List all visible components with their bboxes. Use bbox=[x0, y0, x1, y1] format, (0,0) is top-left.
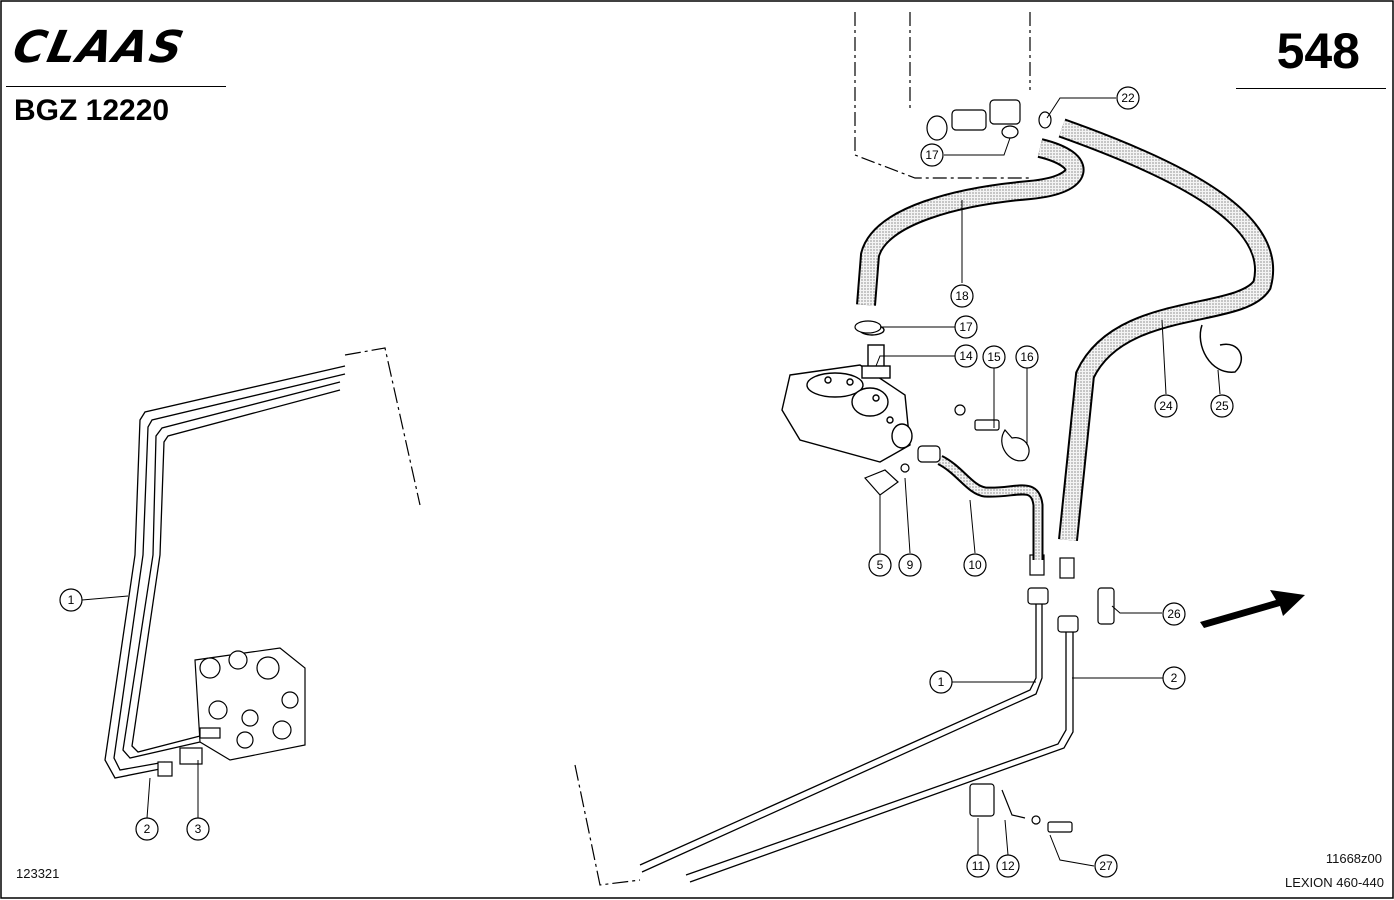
pump-fittings bbox=[863, 404, 1115, 833]
callout-27: 27 bbox=[1099, 859, 1113, 873]
callout-25: 25 bbox=[1215, 399, 1229, 413]
callout-26: 26 bbox=[1167, 607, 1181, 621]
hose-18 bbox=[856, 138, 1085, 306]
drawing-ref-left: 123321 bbox=[16, 866, 60, 881]
drawing-ref-right: 11668z00 bbox=[1325, 851, 1382, 866]
left-dashed-boundary bbox=[344, 347, 641, 886]
callout-2-left: 2 bbox=[144, 822, 151, 836]
callout-16: 16 bbox=[1020, 350, 1034, 364]
callout-5: 5 bbox=[877, 558, 884, 572]
callout-12: 12 bbox=[1001, 859, 1015, 873]
callout-24: 24 bbox=[1159, 399, 1173, 413]
callout-3: 3 bbox=[195, 822, 202, 836]
hose-10 bbox=[937, 455, 1044, 560]
central-pipe-pair bbox=[639, 602, 1074, 883]
header-rule-left bbox=[6, 86, 226, 87]
callout-17-upper: 17 bbox=[925, 148, 939, 162]
machine-model: LEXION 460-440 bbox=[1284, 875, 1384, 890]
leader-lines bbox=[81, 97, 1221, 867]
callout-15: 15 bbox=[987, 350, 1001, 364]
control-valve-block bbox=[157, 647, 306, 777]
callout-14: 14 bbox=[959, 349, 973, 363]
tank-outline-dashed bbox=[854, 12, 1031, 179]
callout-1-left: 1 bbox=[68, 593, 75, 607]
hose-clamp-25 bbox=[1199, 324, 1242, 373]
top-fittings bbox=[854, 99, 1052, 334]
callout-1-right: 1 bbox=[938, 675, 945, 689]
callout-10: 10 bbox=[968, 558, 982, 572]
hose-24 bbox=[1058, 118, 1274, 542]
direction-arrow bbox=[1200, 590, 1305, 628]
callout-11: 11 bbox=[972, 859, 985, 873]
hydraulic-pump bbox=[781, 324, 913, 463]
callout-circles bbox=[59, 86, 1234, 878]
pipe-fittings bbox=[1027, 554, 1079, 633]
callout-17-lower: 17 bbox=[959, 320, 973, 334]
callout-22: 22 bbox=[1121, 91, 1135, 105]
header-rule-right bbox=[1236, 88, 1386, 89]
callout-2-right: 2 bbox=[1171, 671, 1178, 685]
callout-9: 9 bbox=[907, 558, 914, 572]
document-code: BGZ 12220 bbox=[14, 94, 170, 127]
left-pipe-pair bbox=[104, 365, 346, 779]
callout-18: 18 bbox=[955, 289, 969, 303]
page-number: 548 bbox=[1276, 23, 1360, 79]
